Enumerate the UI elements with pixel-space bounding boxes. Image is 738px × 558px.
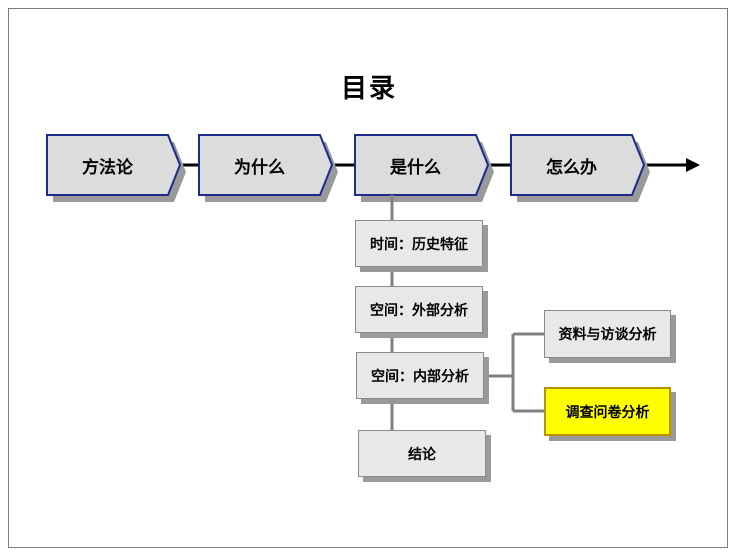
box-conclusion[interactable]: 结论 xyxy=(358,430,486,477)
chevron-label-what: 是什么 xyxy=(390,157,441,178)
chevron-methodology[interactable] xyxy=(46,134,186,202)
chevron-why[interactable] xyxy=(198,134,338,202)
timeline-arrowhead xyxy=(686,158,700,172)
box-conclusion-label: 结论 xyxy=(408,446,436,463)
chevron-what[interactable] xyxy=(354,134,494,202)
box-materials-interview-label: 资料与访谈分析 xyxy=(558,327,657,343)
box-space-external[interactable]: 空间：外部分析 xyxy=(355,286,483,333)
box-space-external-label: 空间：外部分析 xyxy=(370,302,468,319)
page-title: 目录 xyxy=(340,74,397,104)
box-questionnaire-analysis[interactable]: 调查问卷分析 xyxy=(544,387,671,436)
box-materials-interview[interactable]: 资料与访谈分析 xyxy=(544,310,671,358)
box-space-internal-label: 空间：内部分析 xyxy=(371,368,469,385)
box-questionnaire-analysis-label: 调查问卷分析 xyxy=(565,404,650,421)
box-time-history-label: 时间：历史特征 xyxy=(370,236,468,253)
chevron-label-how: 怎么办 xyxy=(546,157,597,178)
box-time-history[interactable]: 时间：历史特征 xyxy=(355,220,483,267)
box-space-internal[interactable]: 空间：内部分析 xyxy=(356,352,484,399)
chevron-label-methodology: 方法论 xyxy=(82,157,133,178)
chevron-label-why: 为什么 xyxy=(234,157,285,178)
chevron-how[interactable] xyxy=(510,134,650,202)
